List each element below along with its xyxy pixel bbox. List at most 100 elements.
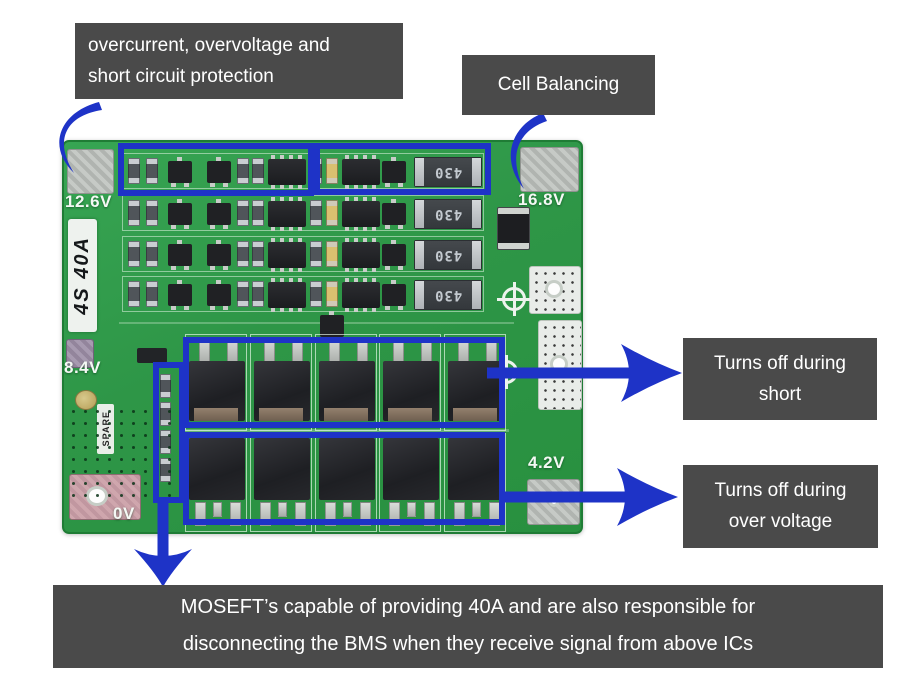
- pad-hole: [549, 497, 559, 507]
- via-hole: [132, 446, 135, 449]
- smd-transistor: [382, 157, 406, 187]
- mosfet: [189, 438, 245, 500]
- diode: [497, 207, 530, 250]
- mosfet-leg: [360, 502, 371, 526]
- smd-resistor: [326, 200, 338, 226]
- via-hole: [108, 458, 111, 461]
- protection-ic: [268, 197, 306, 231]
- via-hole: [156, 446, 159, 449]
- via-hole: [168, 494, 171, 497]
- via-hole: [96, 482, 99, 485]
- callout-cell-balancing: Cell Balancing: [462, 55, 655, 115]
- via-hole: [156, 482, 159, 485]
- via-hole: [84, 482, 87, 485]
- via-hole: [156, 494, 159, 497]
- via-hole: [108, 494, 111, 497]
- fiducial-crosshair: [497, 282, 531, 316]
- via-hole: [96, 458, 99, 461]
- via-hole: [84, 446, 87, 449]
- via-hole: [132, 422, 135, 425]
- smd-resistor: [128, 200, 140, 226]
- solder-pad-p-plus: [538, 320, 582, 410]
- smd-resistor: [146, 281, 158, 307]
- via-hole: [96, 434, 99, 437]
- callout-turns-off-overvoltage: Turns off during over voltage: [683, 465, 878, 548]
- protection-ic: [342, 197, 380, 231]
- solder-pad-small: [66, 339, 94, 368]
- mosfet-leg: [407, 502, 416, 517]
- via-hole: [144, 446, 147, 449]
- via-hole: [84, 494, 87, 497]
- via-hole: [120, 482, 123, 485]
- smd-component: [137, 348, 167, 363]
- smd-resistor: [326, 158, 338, 184]
- mosfet-leg: [278, 502, 287, 517]
- via-hole: [108, 410, 111, 413]
- mosfet-leg: [343, 502, 352, 517]
- via-hole: [96, 446, 99, 449]
- smd-transistor: [168, 280, 192, 310]
- silkscreen-row-outline: [122, 276, 484, 312]
- via-hole: [132, 494, 135, 497]
- rating-label-text: 4S 40A: [71, 236, 93, 315]
- via-hole: [132, 434, 135, 437]
- mosfet-leg: [195, 502, 206, 526]
- via-hole: [120, 470, 123, 473]
- via-hole: [72, 458, 75, 461]
- pad-hole: [550, 355, 568, 373]
- mosfet-leg: [472, 502, 481, 517]
- balance-resistor-marking: 430: [433, 287, 463, 303]
- via-hole: [156, 434, 159, 437]
- via-hole: [108, 482, 111, 485]
- callout-protection: overcurrent, overvoltage and short circu…: [75, 23, 403, 99]
- via-hole: [168, 482, 171, 485]
- arrow-head-icon: [617, 468, 678, 526]
- smd-transistor: [168, 240, 192, 270]
- via-hole: [120, 446, 123, 449]
- via-hole: [144, 422, 147, 425]
- rating-label: 4S 40A: [68, 219, 97, 332]
- via-hole: [144, 494, 147, 497]
- via-hole: [120, 422, 123, 425]
- protection-ic: [342, 155, 380, 189]
- mosfet: [448, 438, 504, 500]
- smd-transistor: [382, 280, 406, 310]
- via-hole: [168, 446, 171, 449]
- mosfet-cell: [444, 433, 506, 532]
- label-cell-voltage: 4.2V: [528, 453, 565, 472]
- solder-pad-b-minus: [67, 149, 114, 194]
- callout-short-line2: short: [758, 384, 802, 405]
- via-hole: [168, 470, 171, 473]
- smd-resistor: [160, 402, 171, 426]
- via-hole: [120, 434, 123, 437]
- mosfet-leg: [295, 502, 306, 526]
- via-hole: [120, 410, 123, 413]
- solder-pad-b-plus: [520, 147, 579, 192]
- smd-resistor: [237, 158, 249, 184]
- via-hole: [156, 470, 159, 473]
- smd-resistor: [128, 158, 140, 184]
- smd-resistor: [252, 281, 264, 307]
- label-mid-voltage: 8.4V: [64, 358, 101, 377]
- smd-resistor: [237, 241, 249, 267]
- smd-transistor: [207, 240, 231, 270]
- via-hole: [84, 410, 87, 413]
- balance-resistor-marking: 430: [433, 206, 463, 222]
- smd-resistor: [310, 158, 322, 184]
- protection-ic: [342, 278, 380, 312]
- callout-short-line1: Turns off during: [713, 353, 847, 374]
- via-hole: [84, 458, 87, 461]
- smd-resistor: [128, 241, 140, 267]
- protection-ic: [268, 278, 306, 312]
- via-hole: [156, 458, 159, 461]
- smd-transistor: [382, 199, 406, 229]
- via-hole: [144, 458, 147, 461]
- via-hole: [168, 458, 171, 461]
- callout-overvoltage-line2: over voltage: [728, 511, 833, 532]
- mosfet-leg: [260, 502, 271, 526]
- via-hole: [120, 494, 123, 497]
- spare-label: SPARE: [97, 404, 114, 454]
- pad-hole: [545, 280, 563, 298]
- mosfet-leg: [230, 502, 241, 526]
- arrow-head-icon: [621, 344, 682, 402]
